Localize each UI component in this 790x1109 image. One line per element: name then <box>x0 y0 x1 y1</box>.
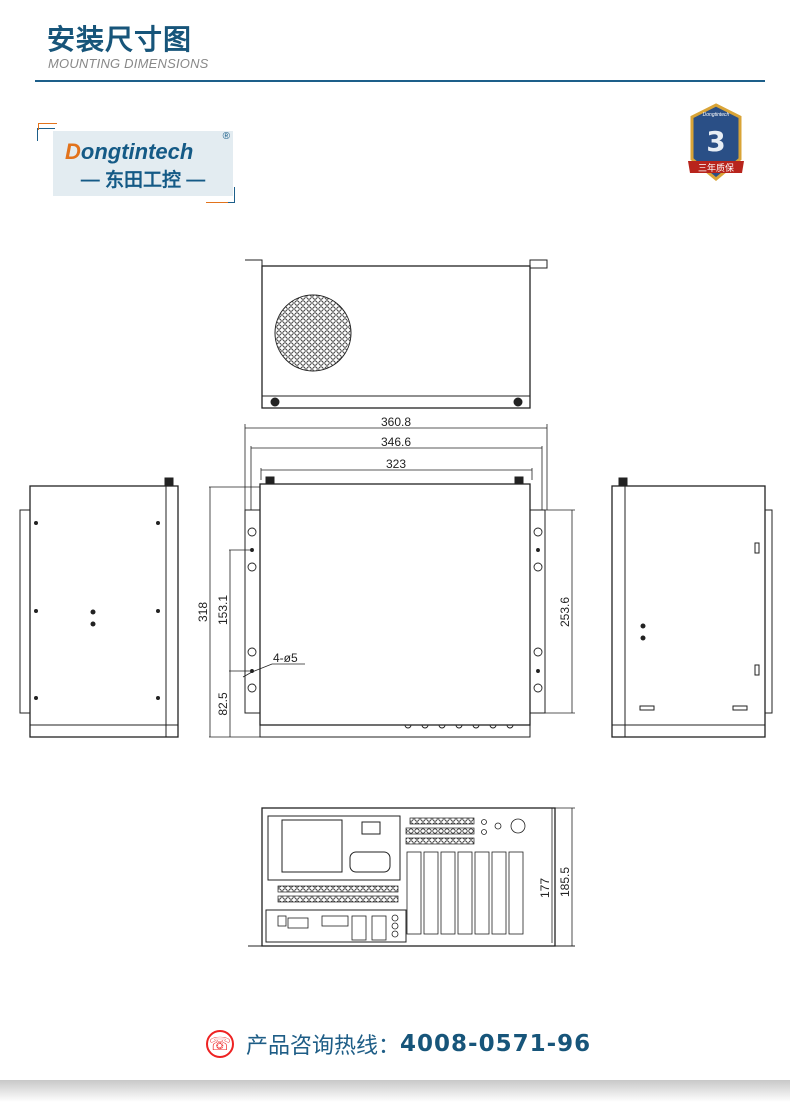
top-view <box>245 259 548 409</box>
warranty-badge: Dongtintech 3 三年质保 <box>686 103 746 183</box>
hotline-number: 4008-0571-96 <box>400 1031 592 1057</box>
dim-height-total: 318 <box>196 602 210 622</box>
footer-shadow <box>0 1080 790 1102</box>
page-title: 安装尺寸图 <box>47 23 193 56</box>
front-view: 360.8 346.6 323 4-ø5 318 153.1 82.5 253.… <box>196 415 575 738</box>
dim-rear-height: 177 <box>538 878 552 898</box>
badge-ribbon: 三年质保 <box>698 162 734 174</box>
hotline: ☏ 产品咨询热线： 4008-0571-96 <box>206 1028 591 1060</box>
dim-holes: 4-ø5 <box>273 651 298 665</box>
brand-wordmark: Dongtintech <box>65 139 194 164</box>
logo-corner-decoration <box>206 198 228 203</box>
dim-hole-bottom: 82.5 <box>216 692 230 716</box>
left-side-view <box>19 477 179 738</box>
brand-logo: Dongtintech ® — 东田工控 — <box>53 131 233 196</box>
registered-mark: ® <box>222 131 230 142</box>
fan-grille <box>274 294 352 372</box>
mounting-drawing: 360.8 346.6 323 4-ø5 318 153.1 82.5 253.… <box>19 259 773 947</box>
header-divider <box>35 80 765 82</box>
logo-corner-decoration <box>222 187 235 203</box>
dim-ear-height: 253.6 <box>558 597 572 627</box>
right-side-view <box>611 477 773 738</box>
dim-width-ears: 346.6 <box>381 435 411 449</box>
badge-number: 3 <box>706 125 725 158</box>
hotline-label: 产品咨询热线： <box>246 1033 401 1058</box>
brand-cn-name: — 东田工控 — <box>80 170 206 191</box>
rear-view: 177 185.5 <box>248 807 575 947</box>
dim-rear-height-total: 185.5 <box>558 867 572 897</box>
dim-width-body: 323 <box>386 457 406 471</box>
dim-hole-spacing: 153.1 <box>216 595 230 625</box>
dim-width-outer: 360.8 <box>381 415 411 429</box>
logo-corner-decoration <box>37 128 55 141</box>
phone-icon: ☏ <box>206 1030 234 1058</box>
logo-corner-decoration <box>38 123 57 130</box>
badge-brand: Dongtintech <box>703 112 730 118</box>
page-subtitle: MOUNTING DIMENSIONS <box>48 56 209 71</box>
